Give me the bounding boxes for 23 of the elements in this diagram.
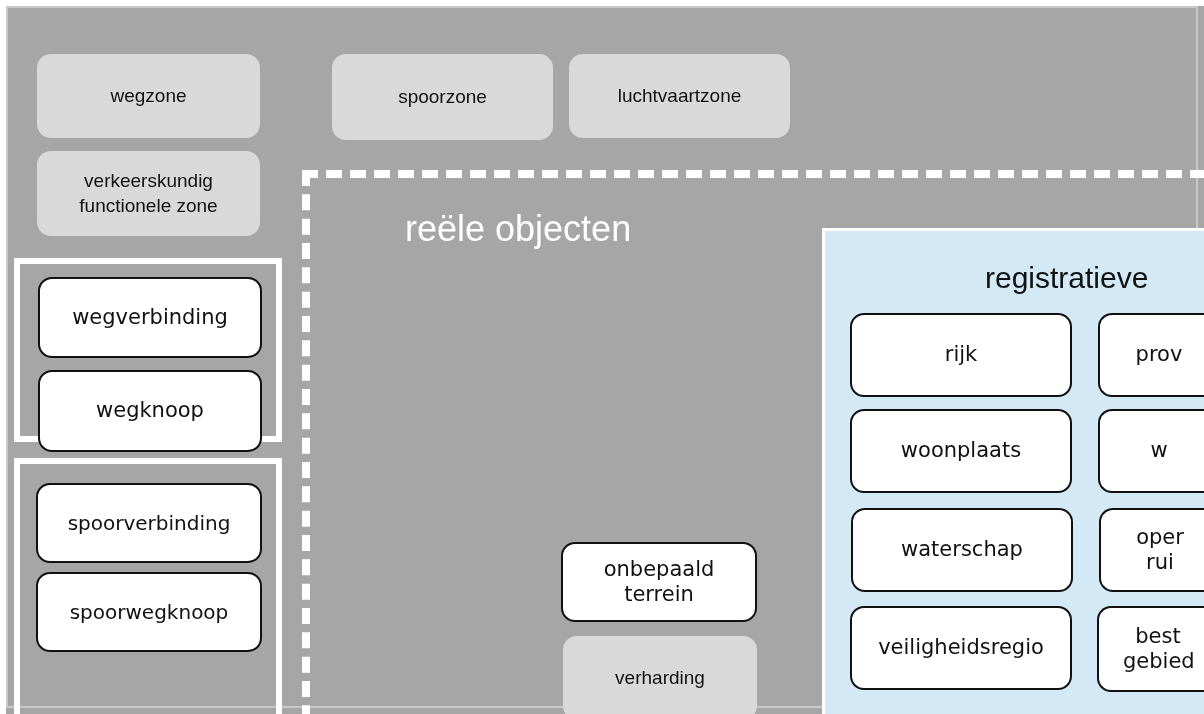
object-box: rijk [850, 313, 1072, 397]
object-box: best gebied [1097, 606, 1204, 692]
zone-box: verkeerskundig functionele zone [37, 151, 260, 236]
object-box: prov [1098, 313, 1204, 397]
zone-box: luchtvaartzone [569, 54, 790, 138]
object-box: oper rui [1099, 508, 1204, 592]
object-box: w [1098, 409, 1204, 493]
zone-box: wegzone [37, 54, 260, 138]
object-box: onbepaald terrein [561, 542, 757, 622]
group-panel [822, 228, 1204, 714]
object-box: veiligheidsregio [850, 606, 1072, 690]
object-box: waterschap [851, 508, 1073, 592]
dashed-group [302, 170, 1204, 714]
group-frame [14, 458, 282, 714]
object-box: spoorverbinding [36, 483, 262, 563]
group-title: registratieve [985, 261, 1149, 295]
zone-box: verharding [563, 636, 757, 714]
object-box: wegknoop [38, 370, 262, 452]
zone-box: spoorzone [332, 54, 553, 140]
group-title: reële objecten [405, 208, 632, 250]
object-box: wegverbinding [38, 277, 262, 358]
object-box: woonplaats [850, 409, 1072, 493]
object-box: spoorwegknoop [36, 572, 262, 652]
